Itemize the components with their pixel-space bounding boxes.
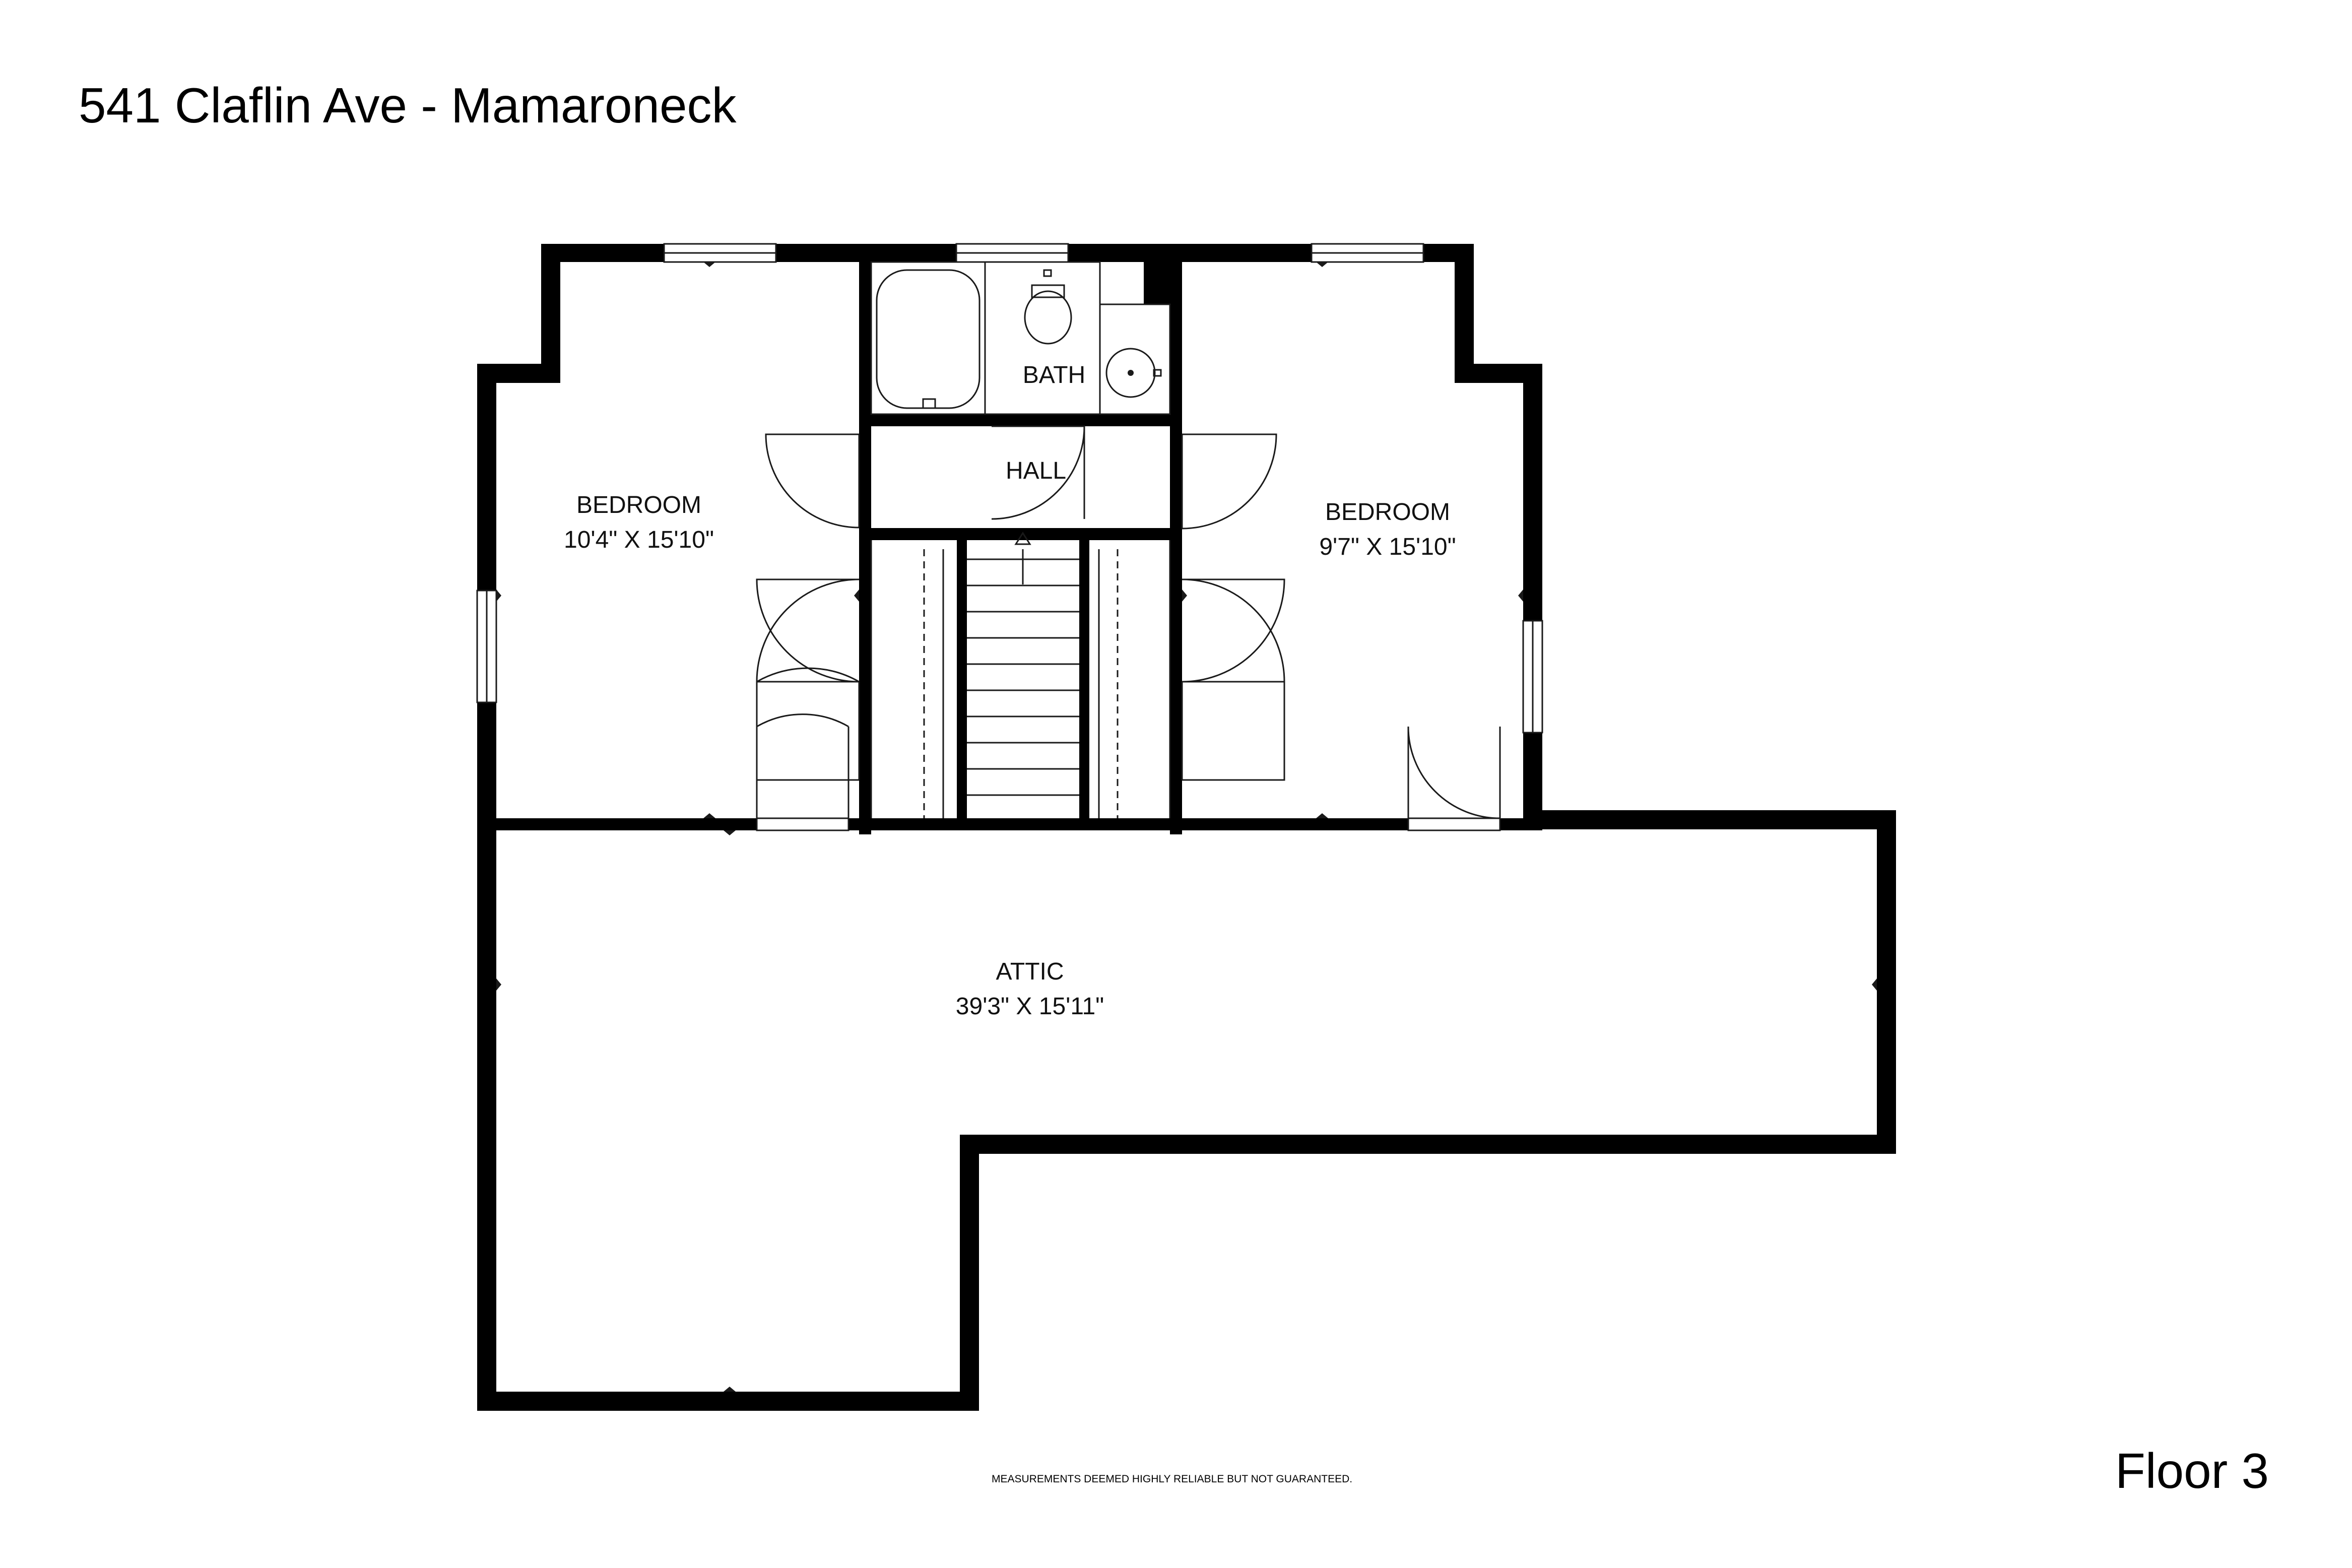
- bedroom-right-size: 9'7" X 15'10": [1319, 534, 1456, 560]
- measurement-markers: [496, 262, 1877, 1392]
- bath-name: BATH: [1023, 362, 1085, 388]
- bedroom-left-size: 10'4" X 15'10": [564, 527, 714, 553]
- hall-name: HALL: [1006, 458, 1066, 484]
- windows: [476, 243, 1543, 734]
- interior-walls: [477, 244, 1542, 834]
- attic-size: 39'3" X 15'11": [956, 993, 1104, 1020]
- floor-label: Floor 3: [2115, 1443, 2269, 1498]
- bath-fixtures: [870, 261, 1171, 415]
- bedroom-left-name: BEDROOM: [576, 492, 701, 518]
- bedroom-right-name: BEDROOM: [1325, 499, 1450, 526]
- doors: [756, 425, 1501, 831]
- property-address: 541 Claflin Ave - Mamaroneck: [79, 78, 737, 133]
- stairs: [870, 532, 1171, 818]
- measurement-disclaimer: MEASUREMENTS DEEMED HIGHLY RELIABLE BUT …: [992, 1473, 1353, 1485]
- room-labels: BEDROOM 10'4" X 15'10" BATH HALL BEDROOM…: [564, 362, 1456, 1020]
- attic-name: ATTIC: [996, 958, 1064, 985]
